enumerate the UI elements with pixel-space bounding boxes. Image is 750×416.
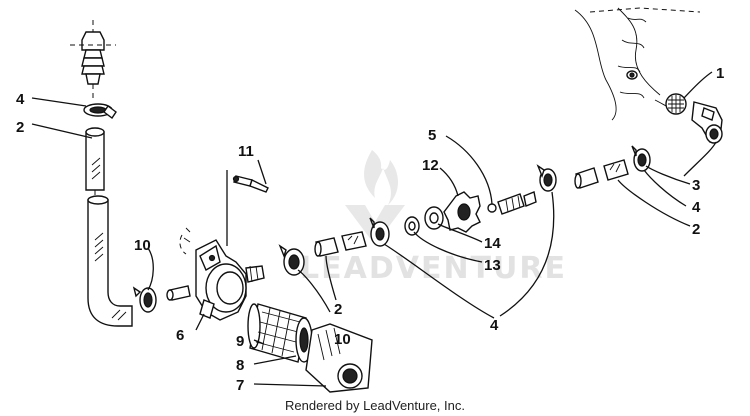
fuel-hose-left [70,20,133,327]
hose-fitting [166,285,191,301]
callout-3: 3 [692,177,700,194]
callout-7: 7 [236,377,244,394]
callout-labels: 1 4 2 11 5 12 10 14 13 2 10 4 6 9 8 7 3 … [16,65,724,394]
fuel-line-parts [278,93,723,276]
callout-2: 2 [334,301,342,318]
callout-1: 1 [716,65,724,82]
callout-9: 9 [236,333,244,350]
hose-clamp [83,103,117,120]
callout-6: 6 [176,327,184,344]
callout-10: 10 [134,237,151,254]
bolt [232,175,269,193]
callout-10: 10 [334,331,351,348]
callout-4: 4 [692,199,701,216]
engine-outline [574,7,701,121]
callout-2: 2 [692,221,700,238]
callout-4: 4 [16,91,25,108]
fuel-filter [247,303,373,393]
footer-credit: Rendered by LeadVenture, Inc. [285,398,465,413]
callout-11: 11 [238,143,254,160]
hose-clamp [132,286,157,313]
callout-8: 8 [236,357,244,374]
callout-14: 14 [484,235,501,252]
callout-12: 12 [422,157,439,174]
leader-lines [31,71,717,387]
callout-13: 13 [484,257,501,274]
fuel-pump-body [179,170,265,321]
callout-2: 2 [16,119,24,136]
watermark-text: LEADVENTURE [300,251,567,286]
callout-5: 5 [428,127,436,144]
callout-4: 4 [490,317,499,334]
watermark-flame-icon [364,150,398,205]
